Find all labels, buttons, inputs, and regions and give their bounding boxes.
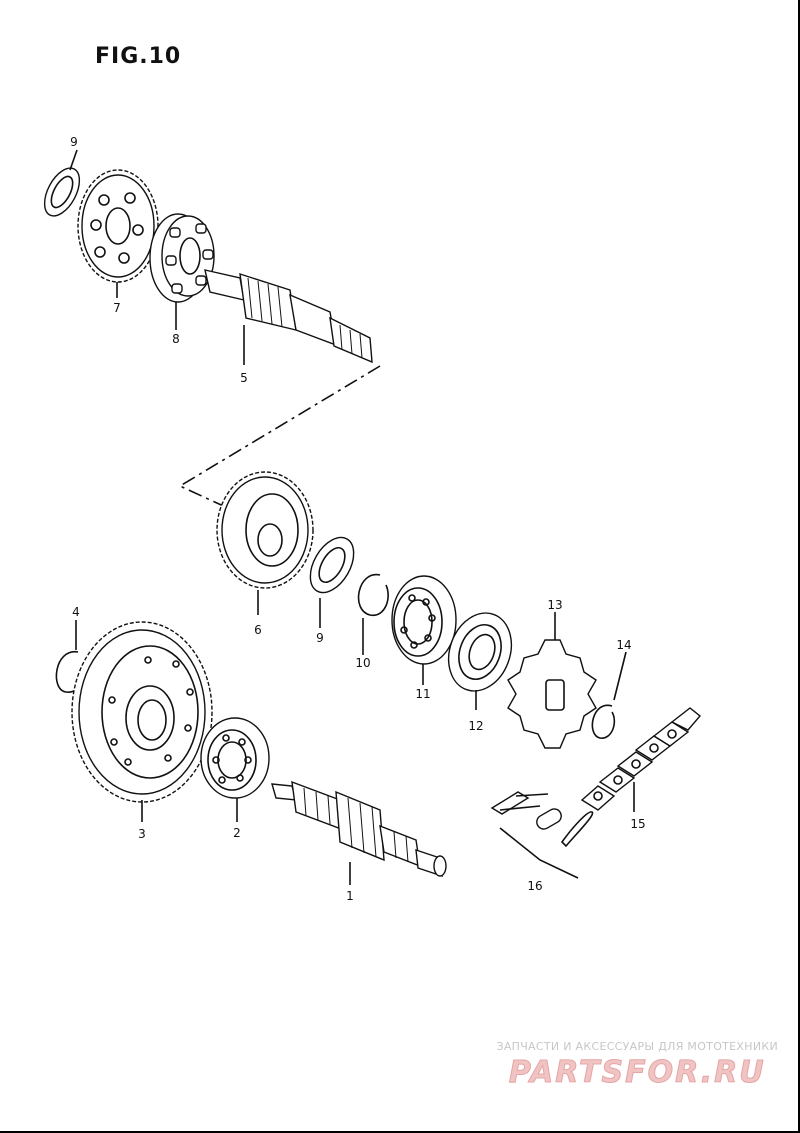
chain-joint-16 — [490, 791, 594, 879]
figure-title: FIG.10 — [95, 44, 182, 69]
part-label-11: 11 — [415, 687, 430, 701]
part-label-4: 4 — [72, 605, 80, 619]
bearing-11 — [391, 575, 457, 685]
sprocket-13 — [507, 612, 597, 749]
alignment-line — [178, 365, 381, 511]
washer-9-top — [43, 149, 81, 217]
shaft-5 — [204, 269, 373, 365]
part-label-5: 5 — [240, 371, 248, 385]
watermark: ЗАПЧАСТИ И АКСЕССУАРЫ ДЛЯ МОТОТЕХНИКИ PA… — [496, 1040, 778, 1091]
part-label-7: 7 — [113, 301, 121, 315]
watermark-subtitle: ЗАПЧАСТИ И АКСЕССУАРЫ ДЛЯ МОТОТЕХНИКИ — [496, 1040, 778, 1053]
gear-3 — [71, 621, 213, 822]
part-label-8: 8 — [172, 332, 180, 346]
watermark-brand-logo: PARTSFOR.RU — [508, 1055, 766, 1091]
part-label-6: 6 — [254, 623, 262, 637]
circlip-10 — [357, 573, 389, 655]
part-label-13: 13 — [547, 598, 562, 612]
part-label-1: 1 — [346, 889, 354, 903]
part-label-3: 3 — [138, 827, 146, 841]
washer-9-middle — [309, 536, 355, 628]
chain-15 — [580, 707, 702, 812]
circlip-14 — [591, 651, 627, 739]
hub-8 — [149, 213, 215, 330]
part-label-10: 10 — [355, 656, 370, 670]
bearing-2 — [200, 717, 270, 822]
part-label-9-top: 9 — [70, 135, 78, 149]
part-label-14: 14 — [616, 638, 631, 652]
part-label-2: 2 — [233, 826, 241, 840]
oil-seal-12 — [447, 612, 513, 710]
part-label-9-middle: 9 — [316, 631, 324, 645]
countershaft-1 — [271, 780, 447, 885]
part-label-16: 16 — [527, 879, 542, 893]
gear-6 — [216, 471, 314, 615]
part-label-12: 12 — [468, 719, 483, 733]
gear-7 — [77, 169, 159, 298]
part-label-15: 15 — [630, 817, 645, 831]
